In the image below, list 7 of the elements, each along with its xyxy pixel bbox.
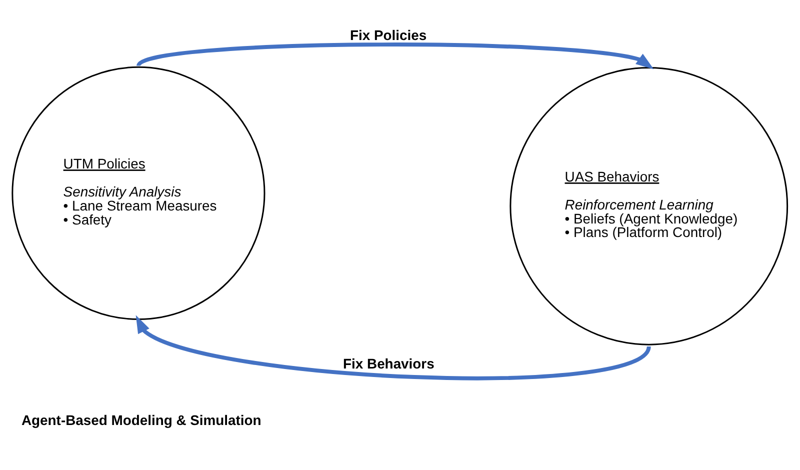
arrow (137, 42, 654, 70)
edge-label: Fix Behaviors (343, 356, 434, 372)
label: Agent-Based Modeling & Simulation (22, 412, 262, 428)
node-circle: UAS Behaviors Reinforcement Learning • Beliefs (Agent Knowledge) • Plans (Platform Control) (510, 66, 788, 346)
node-circle: UTM Policies Sensitivity Analysis • Lane Stream Measures • Safety (12, 66, 266, 320)
arrow (136, 315, 650, 380)
edge-label: Fix Policies (350, 27, 427, 44)
